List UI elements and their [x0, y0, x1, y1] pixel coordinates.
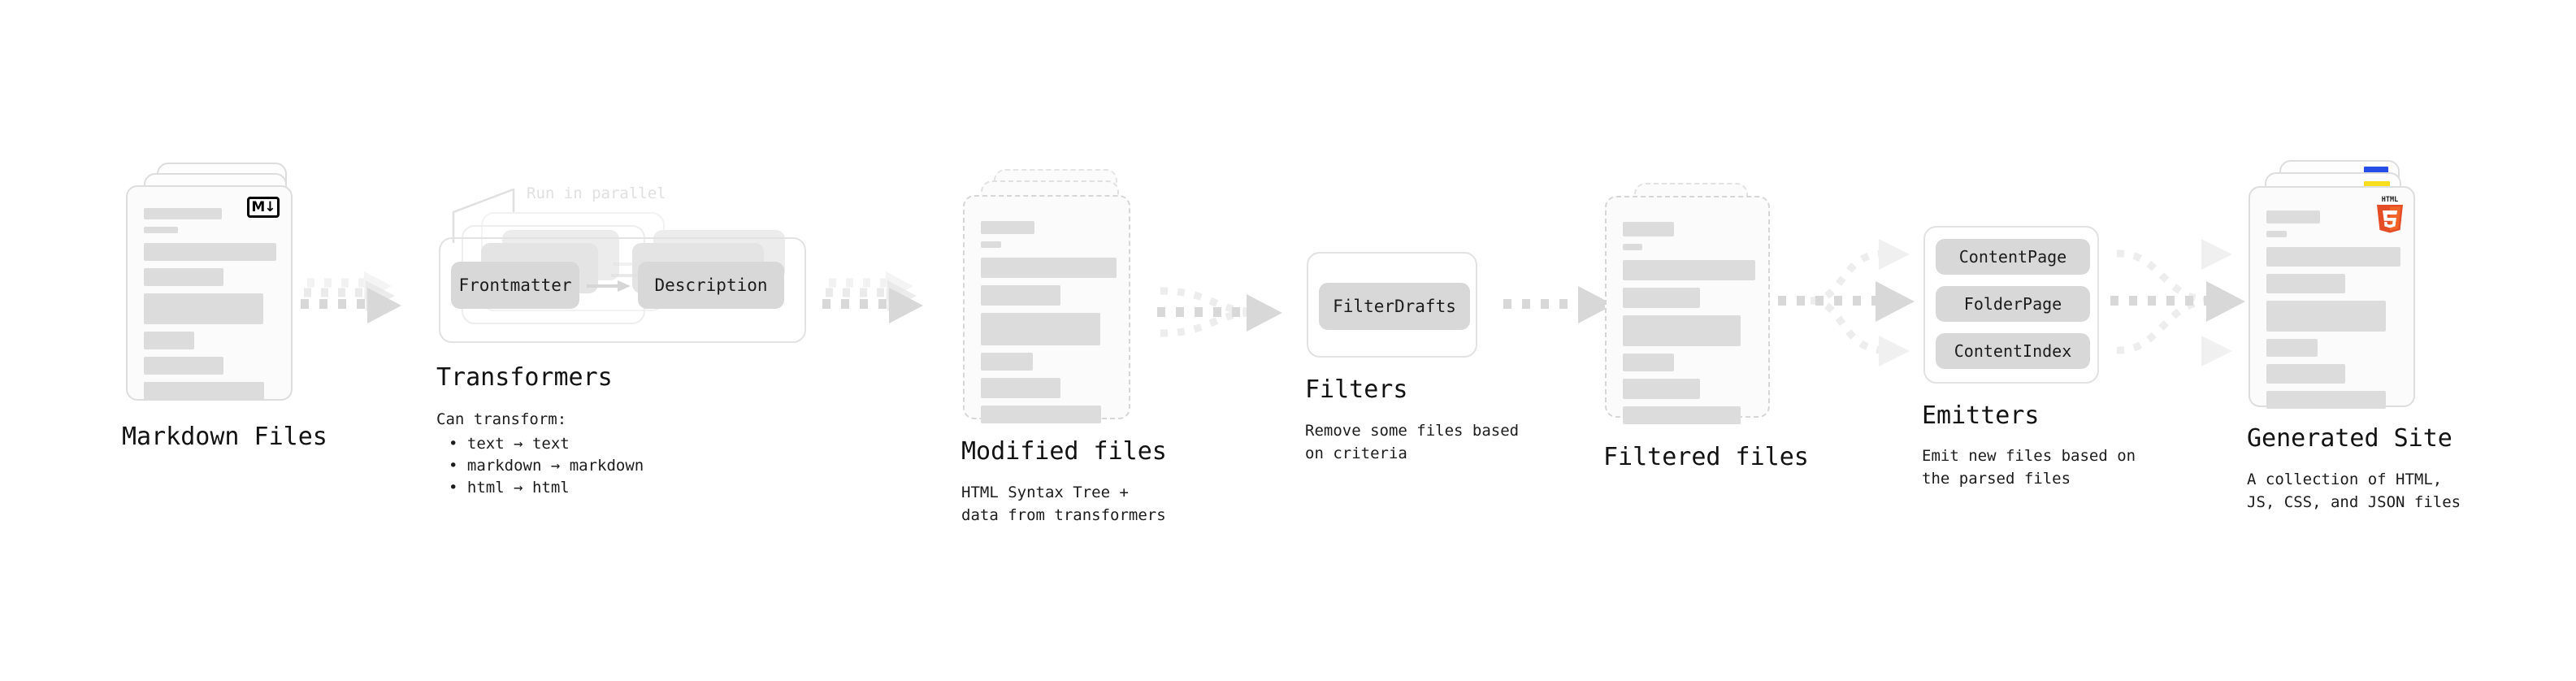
transformer-node-frontmatter[interactable]: Frontmatter: [451, 262, 579, 309]
emitters-group: ContentPage FolderPage ContentIndex: [1923, 226, 2099, 384]
transformers-bullet-2: • html → html: [449, 479, 570, 497]
filtered-files-title: Filtered files: [1603, 443, 1809, 471]
generated-site-subtitle: A collection of HTML, JS, CSS, and JSON …: [2247, 471, 2461, 511]
filtered-card-lines: [1623, 222, 1755, 432]
transformers-bullet-1: • markdown → markdown: [449, 457, 644, 475]
markdown-card-front: M↓: [126, 185, 293, 401]
svg-text:HTML: HTML: [2382, 196, 2398, 204]
stage-markdown-files: M↓ Markdown Files: [122, 163, 327, 451]
filter-node-filterdrafts[interactable]: FilterDrafts: [1319, 283, 1470, 330]
markdown-icon: M↓: [247, 197, 280, 218]
emitter-node-contentpage[interactable]: ContentPage: [1936, 239, 2090, 275]
arrow-filters-to-filtered: [1503, 286, 1614, 323]
emitter-node-contentindex[interactable]: ContentIndex: [1936, 333, 2090, 369]
filtered-card-stack: [1605, 183, 1780, 427]
stage-emitters: ContentPage FolderPage ContentIndex Emit…: [1922, 226, 2136, 488]
site-card-stack: HTML: [2249, 160, 2423, 409]
transformers-group: Frontmatter Description: [439, 237, 806, 343]
markdown-card-stack: M↓: [126, 163, 301, 406]
css3-icon: [2364, 167, 2388, 176]
markdown-card-lines: [144, 208, 276, 407]
site-card-front: HTML: [2249, 186, 2415, 409]
run-in-parallel-bracket: [452, 188, 515, 243]
transformers-bullet-0: • text → text: [449, 435, 570, 453]
filters-group: FilterDrafts: [1307, 252, 1477, 358]
transformer-node-description[interactable]: Description: [638, 262, 784, 309]
stage-modified-files: Modified files HTML Syntax Tree + data f…: [961, 169, 1167, 524]
filtered-card-front: [1605, 196, 1770, 424]
stage-generated-site: HTML Generated Site A collection: [2247, 160, 2461, 511]
emitters-subtitle: Emit new files based on the parsed files: [1922, 447, 2136, 488]
modified-card-lines: [981, 221, 1117, 431]
stage-filtered-files: Filtered files: [1603, 183, 1809, 471]
emitter-node-folderpage[interactable]: FolderPage: [1936, 286, 2090, 322]
arrow-emitters-to-site: [2110, 239, 2245, 367]
modified-card-front: [963, 195, 1130, 423]
modified-files-subtitle: HTML Syntax Tree + data from transformer…: [961, 484, 1166, 524]
modified-files-title: Modified files: [961, 437, 1167, 466]
arrow-transformers-to-modified: [822, 271, 923, 323]
modified-card-stack: [963, 169, 1138, 423]
html5-icon: HTML: [2377, 196, 2403, 233]
transformers-arrow-inner: [587, 280, 631, 292]
transformers-title: Transformers: [436, 363, 613, 392]
arrow-filtered-to-emitters: [1778, 239, 1915, 367]
filters-subtitle: Remove some files based on criteria: [1305, 422, 1520, 462]
markdown-files-title: Markdown Files: [122, 423, 327, 451]
generated-site-title: Generated Site: [2247, 424, 2452, 453]
run-in-parallel-label: Run in parallel: [527, 184, 666, 202]
arrow-modified-to-filters: [1157, 287, 1282, 337]
arrow-markdown-to-transformers: [301, 271, 401, 323]
filters-title: Filters: [1305, 375, 1408, 404]
stage-filters: FilterDrafts Filters Remove some files b…: [1305, 252, 1519, 462]
site-card-lines: [2266, 210, 2400, 416]
transformers-subtitle: Can transform:: [436, 410, 567, 428]
emitters-title: Emitters: [1922, 401, 2040, 430]
